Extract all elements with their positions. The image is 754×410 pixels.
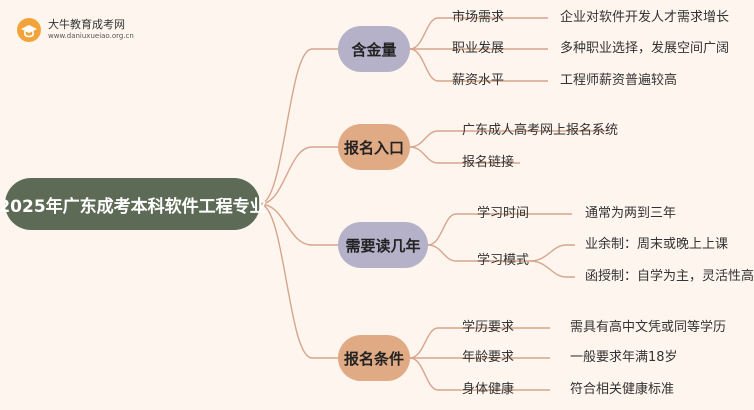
leaf-salary: 薪资水平: [452, 73, 505, 88]
branch-requirements: 报名条件: [338, 335, 410, 381]
graduation-cap-icon: [17, 18, 41, 42]
site-logo: 大牛教育成考网 www.daniuxueiao.org.cn: [14, 14, 164, 46]
detail-education: 需具有高中文凭或同等学历: [570, 320, 727, 335]
detail-salary: 工程师薪资普遍较高: [560, 73, 678, 88]
detail-part-time: 业余制：周末或晚上上课: [585, 237, 729, 252]
leaf-study-mode: 学习模式: [477, 253, 530, 268]
leaf-education: 学历要求: [462, 320, 515, 335]
detail-correspondence: 函授制：自学为主，灵活性高: [585, 269, 754, 284]
leaf-market-demand: 市场需求: [452, 10, 505, 25]
detail-study-time: 通常为两到三年: [585, 206, 677, 221]
leaf-career: 职业发展: [452, 41, 505, 56]
detail-market-demand: 企业对软件开发人才需求增长: [560, 10, 730, 25]
leaf-registration-link: 报名链接: [462, 155, 515, 170]
leaf-health: 身体健康: [462, 382, 515, 397]
leaf-study-time: 学习时间: [477, 206, 530, 221]
detail-health: 符合相关健康标准: [570, 382, 675, 397]
detail-career: 多种职业选择，发展空间广阔: [560, 41, 730, 56]
branch-entry: 报名入口: [338, 124, 410, 170]
detail-age: 一般要求年满18岁: [570, 350, 678, 365]
logo-name: 大牛教育成考网: [48, 18, 125, 31]
branch-duration: 需要读几年: [338, 222, 428, 268]
branch-value: 含金量: [338, 26, 410, 72]
leaf-age: 年龄要求: [462, 350, 515, 365]
logo-domain: www.daniuxueiao.org.cn: [48, 32, 134, 40]
leaf-registration-system: 广东成人高考网上报名系统: [462, 123, 619, 138]
root-node: 2025年广东成考本科软件工程专业: [0, 178, 267, 230]
